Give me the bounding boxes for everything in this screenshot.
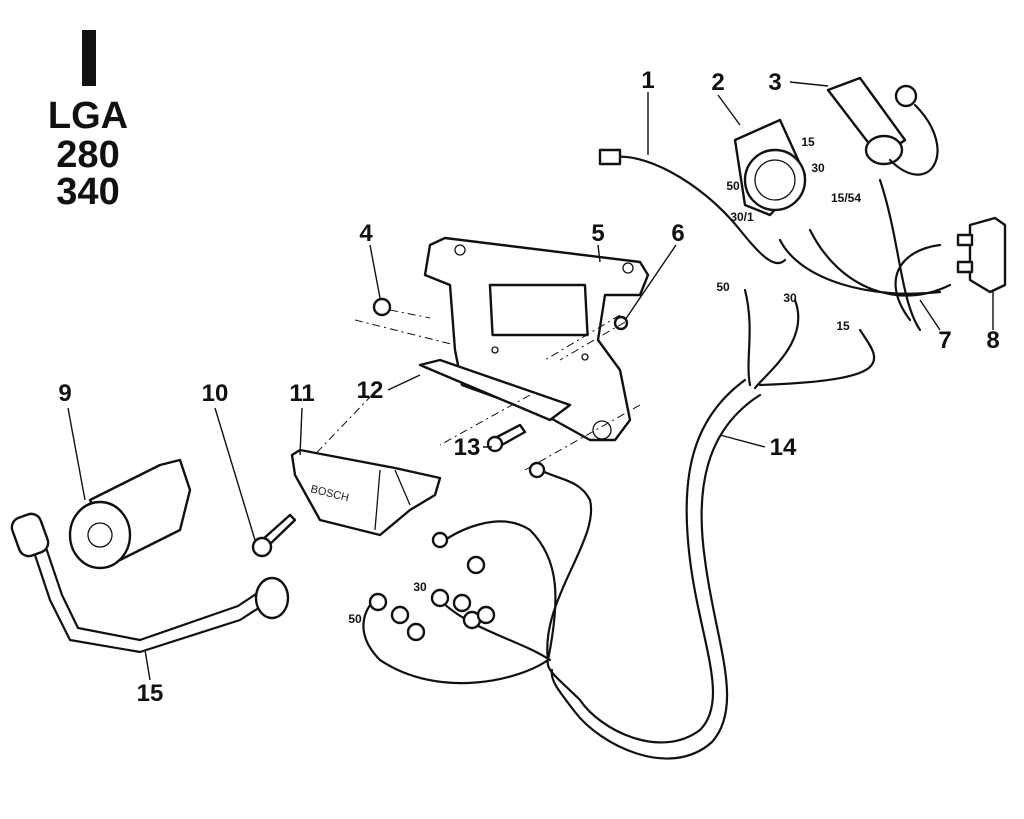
terminal-label-harness-15: 15 — [836, 319, 850, 333]
callout-15: 15 — [137, 680, 164, 707]
terminal-label-switch-30: 30 — [811, 161, 825, 175]
nut-part-4 — [372, 297, 392, 317]
starter-motor-part-9 — [68, 458, 192, 570]
plate-part-12 — [418, 358, 572, 422]
variant-280: 280 — [56, 134, 119, 176]
terminal-label-battery-30: 30 — [413, 580, 427, 594]
variant-340: 340 — [56, 171, 119, 213]
callout-12: 12 — [357, 377, 384, 404]
callout-8: 8 — [986, 327, 999, 354]
callout-2: 2 — [711, 69, 724, 96]
callout-14: 14 — [770, 434, 797, 461]
screw-part-10 — [251, 513, 297, 558]
terminal-label-harness-50: 50 — [716, 280, 730, 294]
leader-lines — [67, 81, 994, 681]
callout-1: 1 — [641, 67, 654, 94]
callout-3: 3 — [768, 69, 781, 96]
capacitor-part-3 — [826, 76, 939, 176]
cable-1-terminal — [598, 148, 622, 166]
callout-4: 4 — [359, 220, 373, 247]
terminal-label-harness-30: 30 — [783, 291, 797, 305]
callout-6: 6 — [671, 220, 684, 247]
title-block: LGA 280 340 — [48, 30, 128, 213]
cable-part-1 — [608, 155, 787, 265]
battery-cable-part-15 — [10, 512, 290, 654]
callout-numbers: 1 2 3 4 5 6 7 8 9 10 11 12 13 14 15 — [58, 67, 999, 707]
callout-13: 13 — [454, 434, 481, 461]
callout-7: 7 — [938, 327, 951, 354]
callout-10: 10 — [202, 380, 229, 407]
wiring-harness-part-14 — [362, 288, 876, 760]
callout-11: 11 — [289, 380, 314, 407]
terminal-label-switch-15-54: 15/54 — [831, 191, 861, 205]
terminal-label-switch-30-1: 30/1 — [730, 210, 754, 224]
washer-part-6 — [613, 315, 629, 331]
ignition-switch-part-2 — [733, 118, 807, 217]
switch-wires-part-7 — [778, 178, 952, 332]
terminal-label-switch-50: 50 — [726, 179, 740, 193]
terminal-nuts — [368, 461, 546, 642]
model-label: LGA — [48, 95, 128, 137]
regulator-part-11: BOSCH — [290, 448, 442, 537]
terminal-labels: 15 30 50 30/1 15/54 50 30 15 30 50 — [348, 135, 861, 626]
terminal-label-battery-50: 50 — [348, 612, 362, 626]
terminal-label-switch-15: 15 — [801, 135, 815, 149]
roman-numeral-bar — [82, 30, 96, 86]
callout-9: 9 — [58, 380, 71, 407]
bolt-part-13 — [486, 423, 527, 453]
connector-part-8 — [956, 216, 1007, 294]
callout-5: 5 — [591, 220, 604, 247]
